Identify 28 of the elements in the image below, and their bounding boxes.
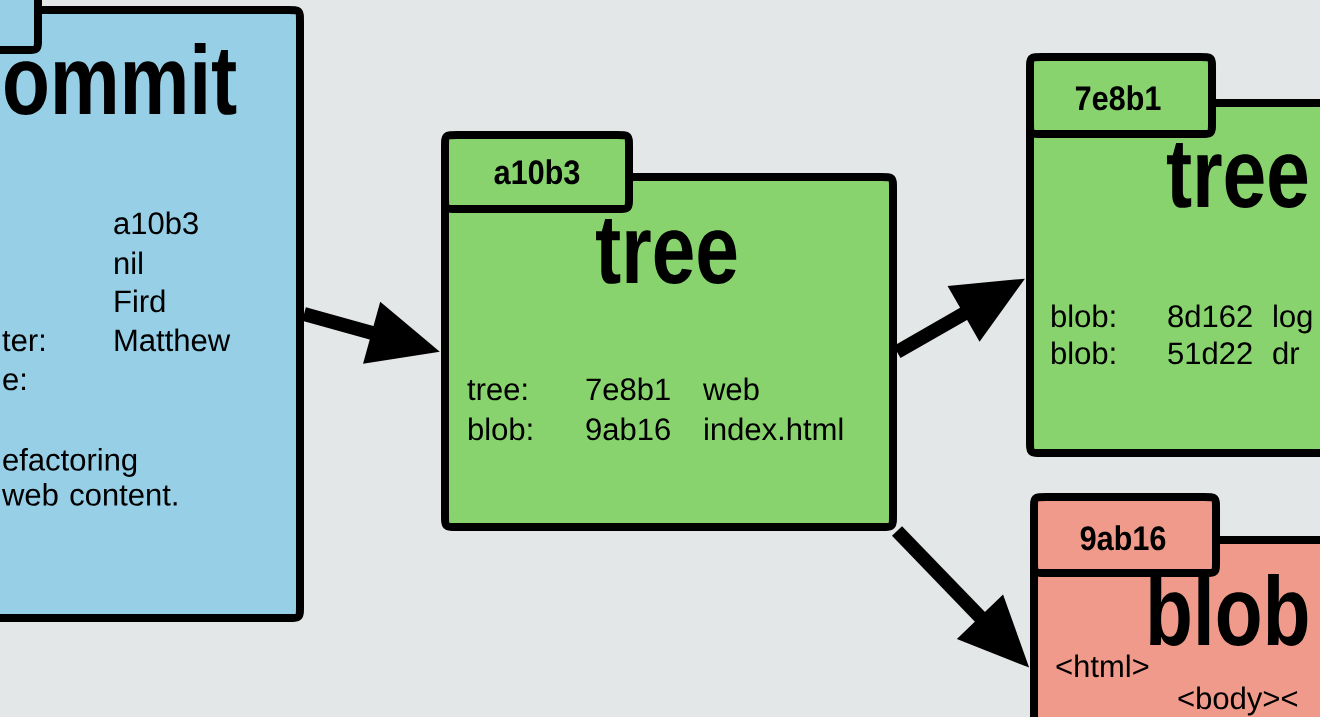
- type-heading: blob: [1150, 574, 1308, 646]
- hash-value: 51d22: [1168, 341, 1252, 365]
- hash-value: 7e8b1: [586, 377, 670, 401]
- message-text: efactoring web content.: [1, 448, 177, 506]
- field-label: blob:: [1052, 304, 1115, 328]
- field-value: Fird: [115, 289, 165, 313]
- field-label: blob:: [469, 417, 532, 441]
- hash-tab: 7e8b1: [1026, 53, 1216, 138]
- hash-value: 8d162: [1168, 304, 1252, 328]
- hash-value: a10b3: [114, 211, 198, 235]
- file-name: dr: [1273, 341, 1300, 365]
- type-heading: tree: [596, 219, 737, 284]
- file-name: web: [702, 377, 759, 401]
- field-value: nil: [115, 251, 142, 274]
- field-label: blob:: [1052, 341, 1115, 365]
- hash-tab: a10b3: [441, 131, 633, 213]
- field-label: ter:: [2, 330, 44, 352]
- field-label: tree:: [467, 379, 527, 401]
- field-label: e:: [3, 373, 25, 391]
- type-heading: ommit: [5, 42, 237, 115]
- hash-value: 9ab16: [586, 417, 670, 441]
- file-name: index.html: [705, 417, 843, 441]
- field-value: Matthew: [115, 328, 231, 352]
- hash-tab: 9ab16: [1030, 493, 1220, 577]
- file-name: log: [1274, 304, 1312, 334]
- code-text: <body><: [1178, 686, 1298, 716]
- type-heading: tree: [1166, 143, 1308, 208]
- code-text: <html>: [1056, 654, 1149, 678]
